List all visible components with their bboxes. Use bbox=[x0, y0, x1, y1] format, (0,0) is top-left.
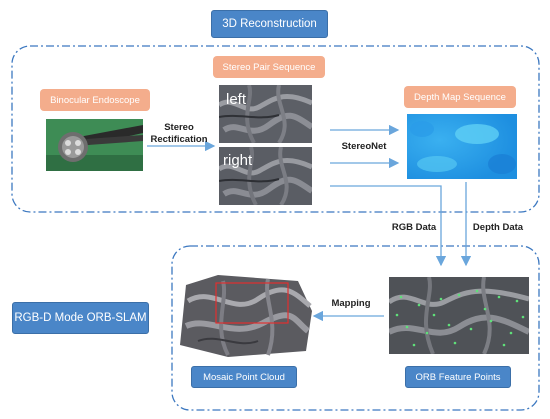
right-stereo-image bbox=[219, 147, 312, 205]
depth-map-image bbox=[407, 114, 517, 179]
right-image-text: right bbox=[223, 152, 253, 169]
orb-feature-points-label: ORB Feature Points bbox=[405, 366, 511, 388]
stereo-rectification-label: Stereo Rectification bbox=[150, 122, 208, 145]
depth-map-sequence-label: Depth Map Sequence bbox=[404, 86, 516, 108]
binocular-endoscope-label: Binocular Endoscope bbox=[40, 89, 150, 111]
orb-feature-points-image bbox=[389, 277, 529, 354]
mosaic-point-cloud-label: Mosaic Point Cloud bbox=[191, 366, 297, 388]
left-stereo-image bbox=[219, 85, 312, 143]
reconstruction-title: 3D Reconstruction bbox=[211, 10, 328, 38]
stereonet-label: StereoNet bbox=[341, 141, 387, 152]
bottom-dashed-container bbox=[171, 245, 540, 411]
mosaic-point-cloud-image bbox=[180, 275, 312, 357]
depth-data-label: Depth Data bbox=[472, 222, 524, 233]
arrow-rgb-data bbox=[330, 185, 447, 267]
endoscope-image bbox=[46, 119, 143, 171]
mapping-label: Mapping bbox=[331, 298, 371, 309]
rgb-data-label: RGB Data bbox=[391, 222, 437, 233]
orb-slam-title: RGB-D Mode ORB-SLAM bbox=[12, 302, 149, 334]
top-dashed-container bbox=[11, 45, 540, 213]
left-image-text: left bbox=[226, 91, 247, 108]
stereo-pair-sequence-label: Stereo Pair Sequence bbox=[213, 56, 325, 78]
